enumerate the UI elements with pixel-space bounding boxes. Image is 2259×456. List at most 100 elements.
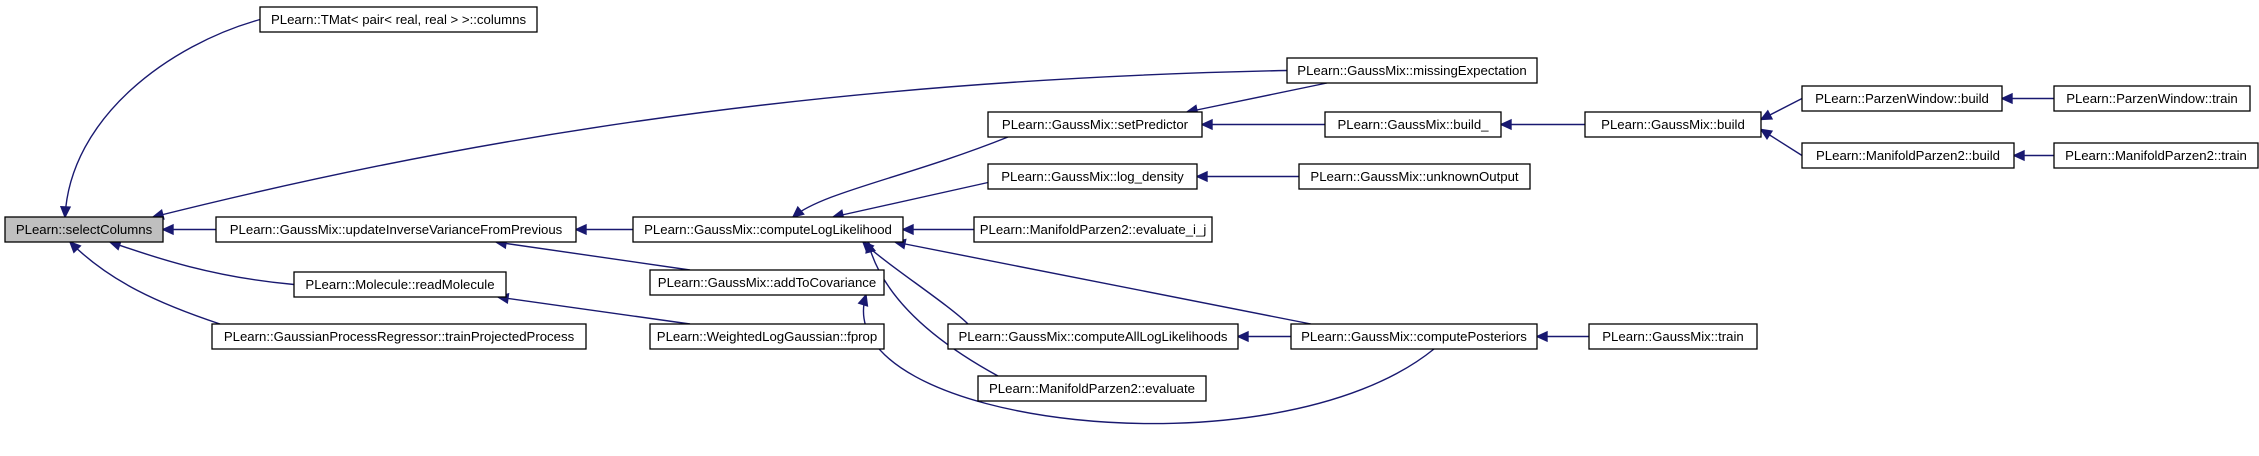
edge-line: [867, 241, 999, 377]
edge-gmBuild-to-build_: [1499, 118, 1585, 131]
node-box: [973, 216, 1213, 243]
nodes-layer: PLearn::selectColumns PLearn::TMat< pair<…: [4, 6, 2259, 402]
node-unknownOutput[interactable]: PLearn::GaussMix::unknownOutput: [1298, 163, 1531, 190]
node-label: PLearn::GaussMix::computeLogLikelihood: [644, 222, 892, 237]
edge-line: [792, 136, 1009, 218]
edge-line: [832, 181, 989, 218]
edge-computeLL-to-updateInv: [574, 223, 633, 236]
node-box: [1324, 111, 1502, 138]
node-mp2Train[interactable]: PLearn::ManifoldParzen2::train: [2053, 142, 2259, 169]
arrowhead-icon: [68, 240, 82, 254]
node-trainProjected[interactable]: PLearn::GaussianProcessRegressor::trainP…: [211, 323, 587, 350]
edge-trainProjected-to-selectColumns: [68, 240, 221, 325]
arrowhead-icon: [791, 205, 805, 219]
arrowhead-icon: [1200, 118, 1213, 131]
node-build_[interactable]: PLearn::GaussMix::build_: [1324, 111, 1502, 138]
edge-computePost-to-computeAllLL: [1236, 330, 1291, 343]
edge-mp2Eval-to-computeLL: [865, 240, 999, 377]
node-wlgFprop[interactable]: PLearn::WeightedLogGaussian::fprop: [649, 323, 885, 350]
node-label: PLearn::selectColumns: [16, 222, 153, 237]
edge-pwTrain-to-pwBuild: [2000, 92, 2054, 105]
arrowhead-icon: [574, 223, 587, 236]
node-label: PLearn::GaussMix::setPredictor: [1002, 117, 1189, 132]
node-box: [215, 216, 577, 243]
edge-addToCov-to-updateInv: [494, 238, 691, 271]
node-label: PLearn::ManifoldParzen2::evaluate_i_j: [980, 222, 1207, 237]
edge-wlgFprop-to-readMolecule: [496, 292, 691, 325]
node-box: [649, 269, 885, 296]
node-box: [1584, 111, 1762, 138]
node-label: PLearn::Molecule::readMolecule: [305, 277, 494, 292]
arrowhead-icon: [1236, 330, 1249, 343]
edge-line: [1186, 82, 1328, 113]
node-updateInv[interactable]: PLearn::GaussMix::updateInverseVarianceF…: [215, 216, 577, 243]
edge-build_-to-setPredictor: [1200, 118, 1325, 131]
node-computeLL[interactable]: PLearn::GaussMix::computeLogLikelihood: [632, 216, 904, 243]
node-label: PLearn::ManifoldParzen2::build: [1816, 148, 2000, 163]
node-box: [1801, 142, 2015, 169]
node-label: PLearn::GaussMix::computePosteriors: [1301, 329, 1527, 344]
arrowhead-icon: [161, 223, 174, 236]
node-label: PLearn::GaussMix::unknownOutput: [1310, 169, 1519, 184]
node-label: PLearn::GaussMix::build_: [1338, 117, 1490, 132]
edge-line: [495, 241, 691, 271]
edge-line: [64, 18, 261, 218]
arrowhead-icon: [2000, 92, 2013, 105]
node-label: PLearn::GaussMix::log_density: [1001, 169, 1184, 184]
edge-line: [894, 241, 1312, 325]
node-box: [293, 271, 507, 298]
node-box: [1286, 57, 1538, 84]
node-box: [1290, 323, 1538, 350]
arrowhead-icon: [857, 293, 869, 307]
node-addToCov[interactable]: PLearn::GaussMix::addToCovariance: [649, 269, 885, 296]
node-label: PLearn::ParzenWindow::build: [1815, 91, 1989, 106]
arrowhead-icon: [1759, 109, 1774, 121]
node-pwTrain[interactable]: PLearn::ParzenWindow::train: [2053, 85, 2251, 112]
arrowhead-icon: [59, 206, 72, 219]
node-missingExp[interactable]: PLearn::GaussMix::missingExpectation: [1286, 57, 1538, 84]
edge-updateInv-to-selectColumns: [161, 223, 216, 236]
arrowhead-icon: [1499, 118, 1512, 131]
node-label: PLearn::GaussMix::addToCovariance: [658, 275, 876, 290]
node-mp2Eval[interactable]: PLearn::ManifoldParzen2::evaluate: [977, 375, 1207, 402]
edge-mp2Train-to-mp2Build: [2012, 149, 2054, 162]
node-gmTrain[interactable]: PLearn::GaussMix::train: [1588, 323, 1758, 350]
node-computeAllLL[interactable]: PLearn::GaussMix::computeAllLogLikelihoo…: [947, 323, 1239, 350]
node-box: [977, 375, 1207, 402]
edge-mp2Build-to-gmBuild: [1759, 128, 1803, 157]
arrowhead-icon: [1759, 128, 1774, 140]
edge-readMolecule-to-selectColumns: [108, 240, 295, 286]
node-pwBuild[interactable]: PLearn::ParzenWindow::build: [1801, 85, 2003, 112]
node-box: [1801, 85, 2003, 112]
node-mp2Build[interactable]: PLearn::ManifoldParzen2::build: [1801, 142, 2015, 169]
edge-pwBuild-to-gmBuild: [1759, 97, 1803, 121]
edge-tmatColumns-to-selectColumns: [59, 18, 261, 219]
node-gmBuild[interactable]: PLearn::GaussMix::build: [1584, 111, 1762, 138]
node-selectColumns[interactable]: PLearn::selectColumns: [4, 216, 164, 243]
node-box: [4, 216, 164, 243]
node-logDensity[interactable]: PLearn::GaussMix::log_density: [987, 163, 1198, 190]
node-label: PLearn::GaussMix::updateInverseVarianceF…: [230, 222, 563, 237]
node-box: [1298, 163, 1531, 190]
edge-line: [69, 241, 221, 325]
node-box: [987, 163, 1198, 190]
node-box: [649, 323, 885, 350]
node-box: [987, 111, 1203, 138]
node-mp2EvalIJ[interactable]: PLearn::ManifoldParzen2::evaluate_i_j: [973, 216, 1213, 243]
node-box: [2053, 85, 2251, 112]
node-tmatColumns[interactable]: PLearn::TMat< pair< real, real > >::colu…: [259, 6, 538, 33]
arrowhead-icon: [865, 240, 877, 254]
node-label: PLearn::GaussianProcessRegressor::trainP…: [224, 329, 575, 344]
node-label: PLearn::ManifoldParzen2::evaluate: [989, 381, 1195, 396]
edge-line: [862, 294, 1435, 425]
edge-mp2EvalIJ-to-computeLL: [901, 223, 974, 236]
node-label: PLearn::GaussMix::missingExpectation: [1297, 63, 1526, 78]
edge-computePost-to-computeLL: [893, 238, 1312, 325]
node-setPredictor[interactable]: PLearn::GaussMix::setPredictor: [987, 111, 1203, 138]
arrowhead-icon: [901, 223, 914, 236]
edge-unknownOutput-to-logDensity: [1195, 170, 1299, 183]
node-computePost[interactable]: PLearn::GaussMix::computePosteriors: [1290, 323, 1538, 350]
node-readMolecule[interactable]: PLearn::Molecule::readMolecule: [293, 271, 507, 298]
node-box: [632, 216, 904, 243]
node-label: PLearn::WeightedLogGaussian::fprop: [657, 329, 877, 344]
